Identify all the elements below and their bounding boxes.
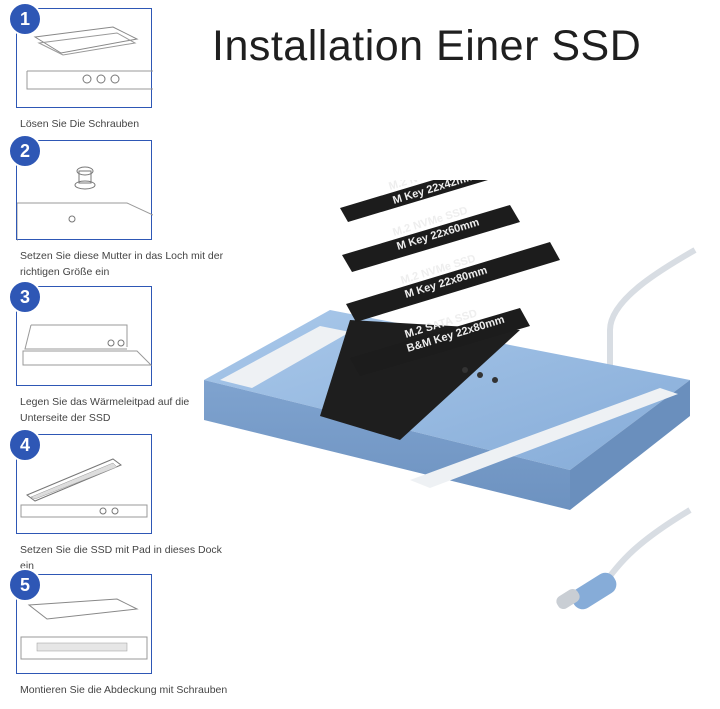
step-2-caption: Setzen Sie diese Mutter in das Loch mit …	[20, 250, 224, 278]
dock-body	[204, 310, 690, 510]
step-3-badge: 3	[8, 280, 42, 314]
step-1-drawing	[26, 26, 153, 90]
step-4-drawing	[20, 458, 148, 518]
step-1-caption: Lösen Sie Die Schrauben	[20, 118, 140, 130]
step-3-caption: Legen Sie das Wärmeleitpad auf die Unter…	[20, 396, 190, 424]
page-title: Installation Einer SSD	[212, 22, 642, 70]
step-2-drawing	[17, 166, 153, 241]
step-2-badge: 2	[8, 134, 42, 168]
step-3-drawing	[22, 324, 153, 366]
dock-rail-left	[220, 326, 350, 388]
step-5-caption: Montieren Sie die Abdeckung mit Schraube…	[20, 684, 228, 696]
usb-c-plug	[556, 572, 617, 610]
step-5-badge: 5	[8, 568, 42, 602]
cable-top	[607, 247, 697, 380]
step-1-badge: 1	[8, 2, 42, 36]
step-4-badge: 4	[8, 428, 42, 462]
ssd-dock-illustration: M.2 NVMe SSD M Key 22x42mm M.2 NVMe SSD …	[204, 180, 697, 610]
dock-rail-right	[410, 388, 678, 488]
step-5-drawing	[20, 598, 148, 660]
dock-slot	[320, 320, 520, 440]
